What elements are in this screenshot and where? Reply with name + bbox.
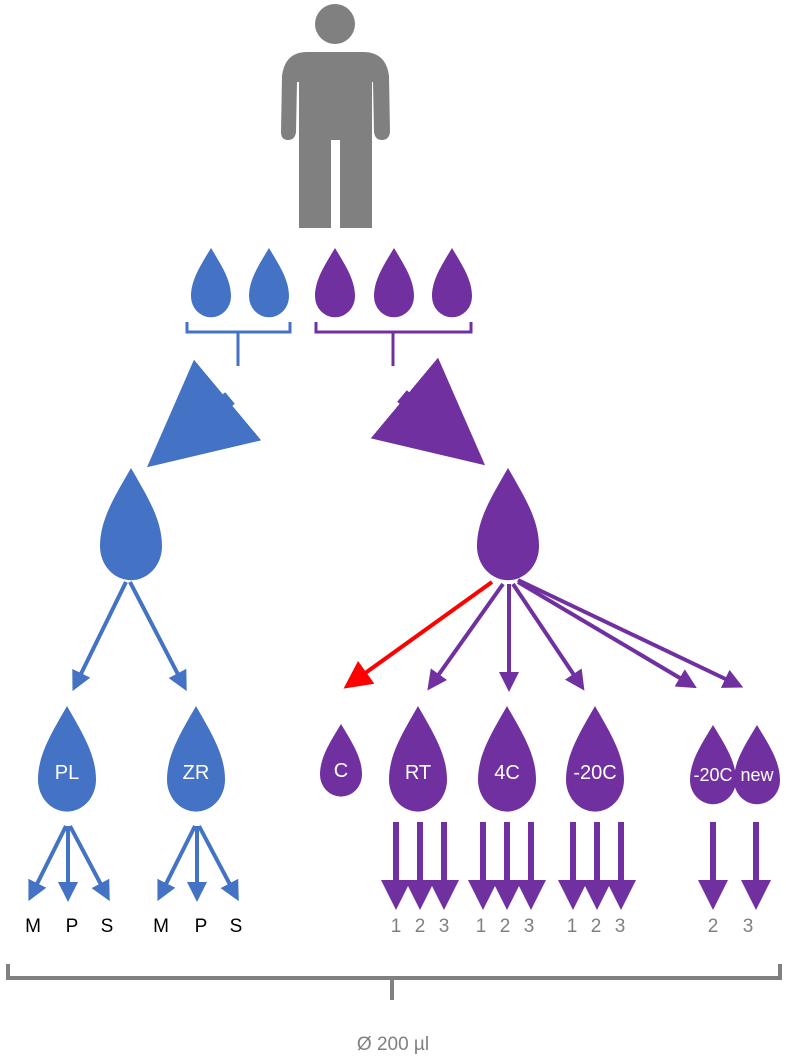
output-label: M	[25, 916, 41, 937]
arrow-icon	[516, 580, 697, 689]
arrow-icon	[197, 825, 239, 902]
output-label: 3	[439, 916, 450, 937]
red-arrow-icon	[343, 580, 494, 689]
sample-rt: RT	[389, 706, 447, 812]
minus20c-output-arrows	[558, 822, 636, 910]
person-icon	[281, 4, 390, 228]
sample-label: RT	[405, 762, 431, 784]
4c-output-arrows	[468, 822, 546, 910]
sample-label: -20C	[573, 762, 616, 784]
drop-icon	[566, 706, 624, 812]
sample-label: -20C	[693, 765, 732, 785]
blue-sample-drops	[191, 248, 289, 318]
blue-split-arrows	[72, 581, 187, 692]
sample-c: C	[320, 724, 362, 797]
drop-icon	[389, 706, 447, 812]
drop-icon	[315, 248, 355, 318]
blue-thick-arrow-icon	[146, 359, 262, 468]
blue-pooled-drop-icon	[100, 468, 162, 581]
output-label: 1	[476, 916, 487, 937]
output-label: S	[230, 916, 243, 937]
arrow-icon	[28, 825, 68, 902]
output-label: M	[153, 916, 169, 937]
sample-pl: PL	[38, 706, 96, 812]
arrow-icon	[517, 578, 744, 688]
output-label: 3	[615, 916, 626, 937]
drop-icon	[167, 706, 225, 812]
arrow-icon	[427, 582, 505, 691]
purple-pooled-drop-icon	[477, 468, 539, 581]
purple-split-arrows	[427, 578, 744, 692]
output-label: S	[101, 916, 114, 937]
output-label: 1	[391, 916, 402, 937]
output-label: 2	[591, 916, 602, 937]
sample-minus20c-second: -20C	[690, 725, 736, 805]
extra-output-arrows	[698, 822, 771, 910]
output-label: P	[195, 916, 208, 937]
blue-bracket-icon	[185, 322, 292, 366]
drop-icon	[432, 248, 472, 318]
arrow-icon	[68, 825, 110, 902]
output-label: 2	[708, 916, 719, 937]
drop-icon	[478, 706, 536, 812]
output-label: 3	[524, 916, 535, 937]
output-label: P	[66, 916, 79, 937]
pl-output-arrows	[28, 825, 110, 902]
output-label: 1	[567, 916, 578, 937]
purple-sample-drops	[315, 248, 472, 318]
arrow-icon	[72, 581, 128, 692]
output-label: 2	[500, 916, 511, 937]
sample-minus20c: -20C	[566, 706, 624, 812]
sample-label: 4C	[494, 762, 520, 784]
arrow-icon	[128, 581, 187, 692]
drop-icon	[38, 706, 96, 812]
purple-bracket-icon	[314, 322, 473, 366]
bottom-bracket-icon	[6, 964, 782, 1000]
drop-icon	[249, 248, 289, 318]
volume-label: Ø 200 µl	[357, 1034, 429, 1055]
output-label: 2	[415, 916, 426, 937]
rt-output-arrows	[381, 822, 459, 910]
arrow-icon	[511, 582, 585, 691]
drop-icon	[374, 248, 414, 318]
purple-thick-arrow-icon	[370, 357, 486, 466]
output-label: 3	[743, 916, 754, 937]
sample-label: C	[334, 760, 348, 782]
sample-new: new	[734, 725, 780, 805]
sample-label: PL	[55, 762, 79, 784]
sample-label: ZR	[183, 762, 210, 784]
arrow-icon	[157, 825, 197, 902]
sample-zr: ZR	[167, 706, 225, 812]
sample-label: new	[740, 765, 774, 785]
sample-4c: 4C	[478, 706, 536, 812]
zr-output-arrows	[157, 825, 239, 902]
drop-icon	[191, 248, 231, 318]
